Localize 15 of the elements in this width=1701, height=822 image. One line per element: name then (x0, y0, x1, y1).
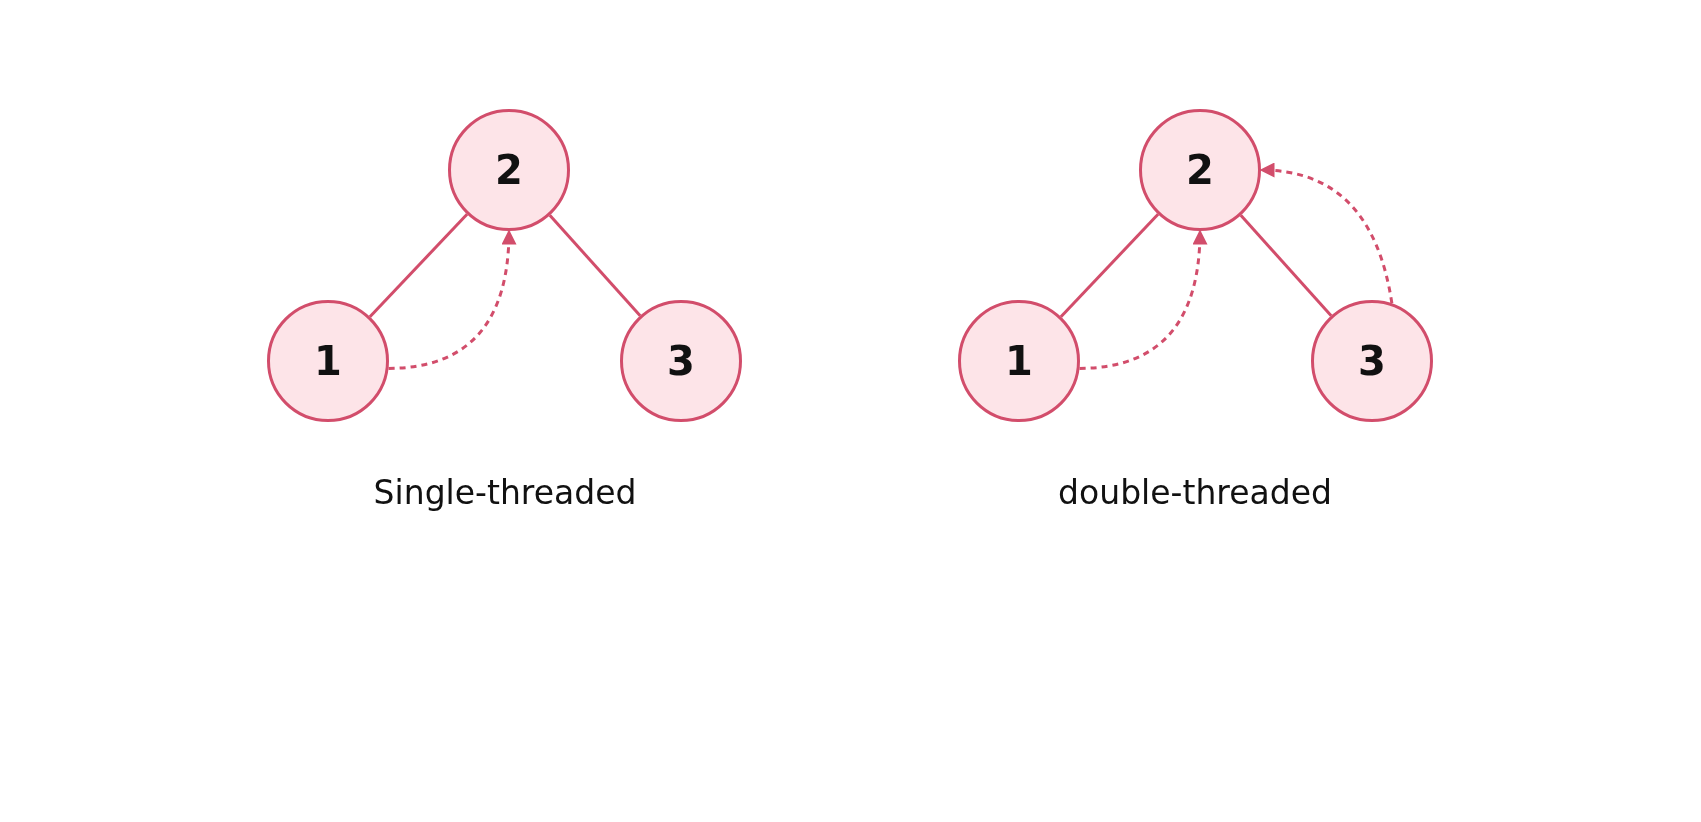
tree-edge (548, 214, 642, 317)
thread-arrow (1079, 229, 1207, 370)
thread-arrow (388, 229, 516, 370)
tree-edge (1059, 213, 1160, 318)
node-circle: 1 (958, 300, 1080, 422)
caption-text: Single-threaded (373, 473, 637, 512)
tree-edge (1239, 214, 1333, 317)
tree-edge (368, 213, 469, 318)
node-circle: 2 (1139, 109, 1261, 231)
node-circle: 3 (620, 300, 742, 422)
thread-arrow (1259, 163, 1394, 304)
caption-text: double-threaded (1058, 473, 1332, 512)
node-circle: 1 (267, 300, 389, 422)
node-circle: 3 (1311, 300, 1433, 422)
node-circle: 2 (448, 109, 570, 231)
